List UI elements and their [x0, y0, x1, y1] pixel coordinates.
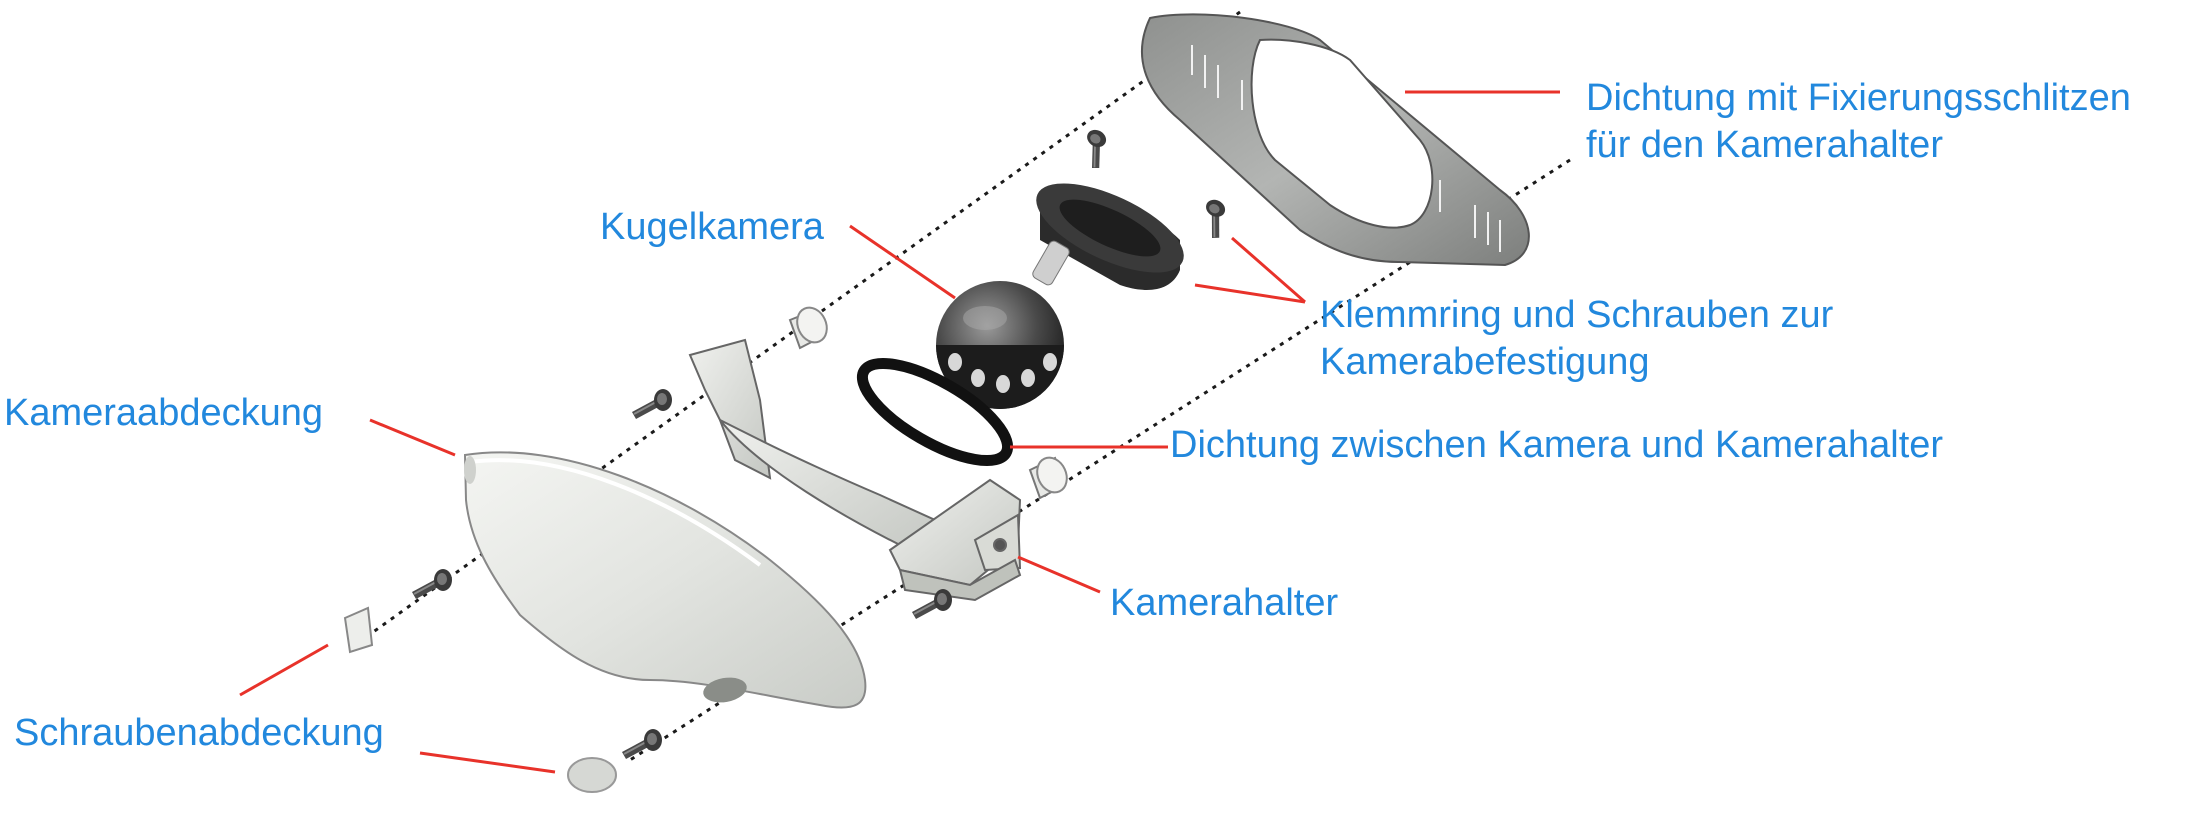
leader-lines — [239, 90, 1560, 774]
mounting-plug-upper — [788, 306, 828, 350]
leader-camera-holder — [1017, 555, 1101, 594]
label-gasket-slots-line2: für den Kamerahalter — [1586, 124, 1943, 166]
leader-screw-cover-lower — [419, 751, 556, 774]
clamp-ring — [1036, 183, 1184, 290]
label-screw-cover: Schraubenabdeckung — [14, 712, 384, 754]
label-clamp-ring-line2: Kamerabefestigung — [1320, 341, 1650, 383]
inner-seal — [856, 357, 1014, 467]
label-gasket-slots-line1: Dichtung mit Fixierungsschlitzen — [1586, 77, 2131, 119]
leader-clamp-ring — [1194, 283, 1306, 304]
leader-ball-camera — [849, 224, 956, 300]
leader-clamp-screw — [1231, 236, 1306, 304]
label-ball-camera: Kugelkamera — [600, 206, 824, 248]
screw-cover-lower — [567, 757, 617, 793]
label-inner-seal: Dichtung zwischen Kamera und Kamerahalte… — [1170, 424, 1944, 466]
gasket-with-slots — [1141, 13, 1530, 267]
camera-holder — [688, 338, 1022, 602]
label-camera-cover: Kameraabdeckung — [4, 392, 323, 434]
holder-screw-left — [631, 388, 673, 420]
leader-camera-cover — [369, 418, 456, 457]
clamp-screw-upper — [1073, 125, 1117, 173]
label-clamp-ring-line1: Klemmring und Schrauben zur — [1320, 294, 1834, 336]
cover-screw-upper — [411, 568, 453, 600]
label-camera-holder: Kamerahalter — [1110, 582, 1339, 624]
screw-cover-upper — [343, 606, 374, 654]
leader-screw-cover-upper — [239, 643, 329, 697]
clamp-screw-right — [1192, 195, 1236, 242]
mounting-plug-lower — [1028, 456, 1068, 500]
camera-cover — [463, 451, 867, 709]
cover-screw-lower — [621, 728, 663, 760]
